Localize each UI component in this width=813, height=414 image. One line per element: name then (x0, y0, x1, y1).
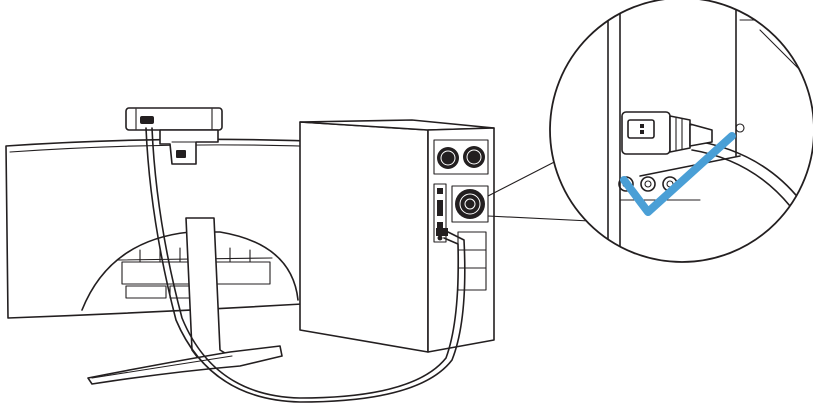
desktop-tower (300, 120, 494, 352)
monitor (6, 139, 336, 384)
zoom-inset (550, 0, 813, 280)
